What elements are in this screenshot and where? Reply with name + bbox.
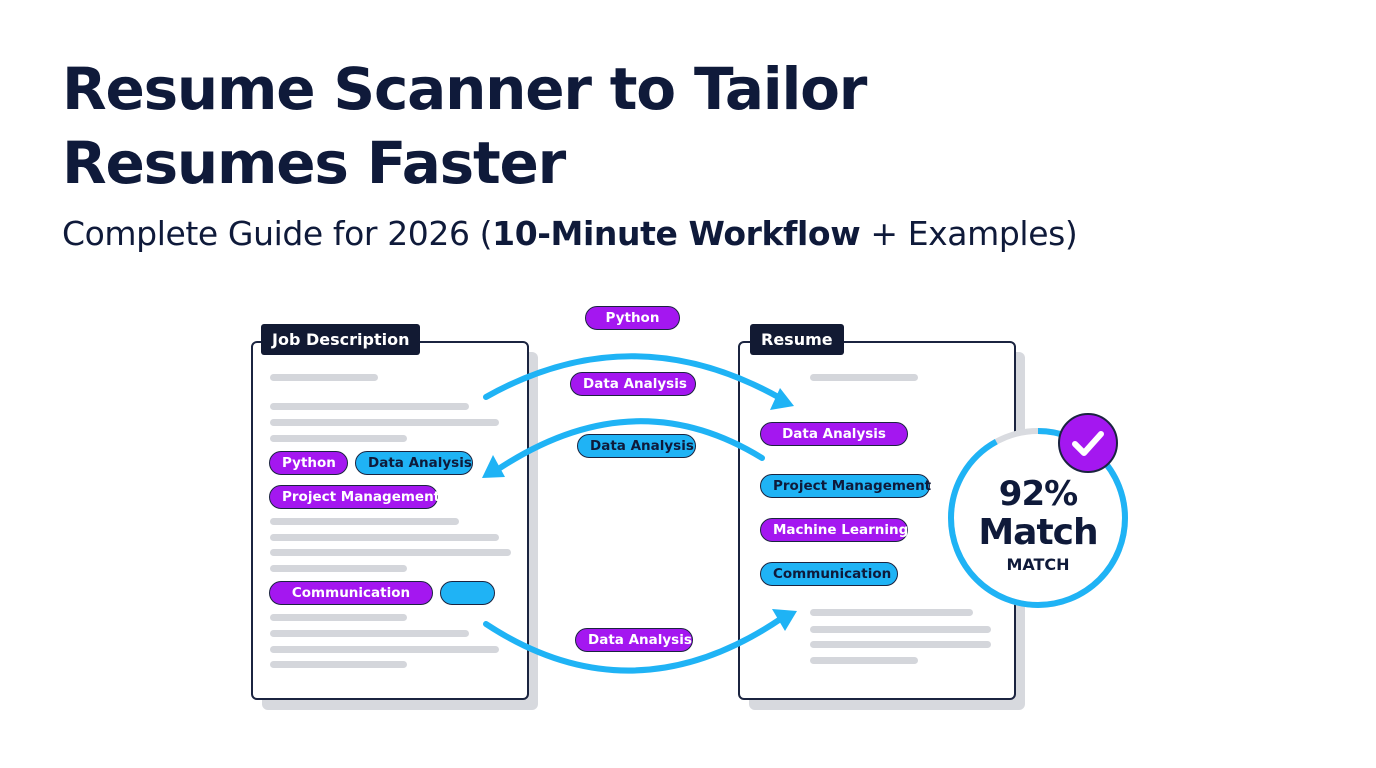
- text-line-placeholder: [810, 374, 918, 381]
- resume-label: Resume: [750, 324, 844, 355]
- match-sub-label: MATCH: [1006, 555, 1070, 574]
- text-line-placeholder: [270, 518, 459, 525]
- resume-chip-data-analysis: Data Analysis: [760, 422, 908, 446]
- arrow-left-icon: [491, 418, 765, 475]
- text-line-placeholder: [270, 565, 407, 572]
- text-line-placeholder: [270, 403, 469, 410]
- text-line-placeholder: [270, 630, 469, 637]
- job-chip-empty: [440, 581, 495, 605]
- match-word: Match: [978, 512, 1098, 553]
- job-chip-data-analysis: Data Analysis: [355, 451, 473, 475]
- page-subtitle: Complete Guide for 2026 (10-Minute Workf…: [62, 208, 1078, 260]
- arrowhead-icon: [772, 609, 797, 631]
- text-line-placeholder: [270, 435, 407, 442]
- text-line-placeholder: [270, 614, 407, 621]
- text-line-placeholder: [270, 534, 499, 541]
- text-line-placeholder: [810, 657, 918, 664]
- job-chip-communication: Communication: [269, 581, 433, 605]
- resume-chip-communication: Communication: [760, 562, 898, 586]
- text-line-placeholder: [270, 549, 511, 556]
- text-line-placeholder: [810, 626, 991, 633]
- text-line-placeholder: [270, 661, 407, 668]
- arrow-right-icon: [483, 615, 785, 674]
- arrowhead-icon: [482, 455, 505, 478]
- page-title: Resume Scanner to Tailor Resumes Faster: [62, 55, 867, 197]
- match-percentage: 92%: [998, 474, 1078, 514]
- resume-chip-project-management: Project Management: [760, 474, 931, 498]
- arrow-right-icon: [483, 353, 783, 401]
- flow-chip-python: Python: [585, 306, 680, 330]
- check-icon: [1058, 413, 1118, 473]
- text-line-placeholder: [810, 641, 991, 648]
- subtitle-regular: Complete Guide for 2026 (: [62, 214, 493, 253]
- resume-chip-machine-learning: Machine Learning: [760, 518, 908, 542]
- flow-chip-data-analysis-middle: Data Analysis: [577, 434, 696, 458]
- text-line-placeholder: [270, 646, 499, 653]
- flow-chip-data-analysis-upper: Data Analysis: [570, 372, 696, 396]
- job-description-label: Job Description: [261, 324, 421, 355]
- job-chip-python: Python: [269, 451, 348, 475]
- text-line-placeholder: [810, 609, 973, 616]
- subtitle-bold: 10-Minute Workflow: [492, 214, 861, 253]
- job-chip-project-management: Project Management: [269, 485, 440, 509]
- subtitle-tail: + Examples): [860, 214, 1078, 253]
- match-score-ring: [948, 428, 1128, 608]
- text-line-placeholder: [270, 374, 378, 381]
- text-line-placeholder: [270, 419, 499, 426]
- flow-chip-data-analysis-bottom: Data Analysis: [575, 628, 693, 652]
- arrowhead-icon: [770, 388, 794, 410]
